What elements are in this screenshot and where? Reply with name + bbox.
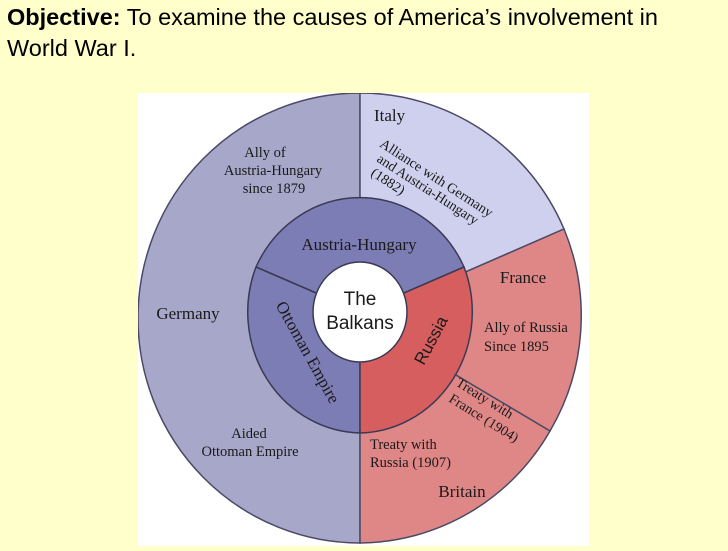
balkans-center — [312, 261, 408, 363]
britain-note-1: Treaty with — [370, 437, 437, 453]
center-label-line2: Balkans — [326, 313, 394, 334]
germany-note-top-2: Austria-Hungary — [224, 163, 323, 179]
italy-label: Italy — [374, 106, 406, 125]
center-label-line1: The — [344, 289, 377, 310]
objective-label: Objective: — [7, 4, 121, 30]
france-label: France — [500, 268, 546, 287]
austria-hungary-label: Austria-Hungary — [301, 235, 417, 254]
germany-note-bottom-2: Ottoman Empire — [201, 444, 298, 460]
objective-body: To examine the causes of America’s invol… — [7, 4, 658, 61]
britain-label: Britain — [438, 482, 486, 501]
alliance-wheel: The Balkans Austria-Hungary Ottoman Empi… — [137, 92, 582, 544]
austria-hungary-sector — [255, 196, 465, 313]
balkans-diagram: The Balkans Austria-Hungary Ottoman Empi… — [137, 92, 589, 546]
germany-label: Germany — [156, 304, 220, 323]
france-note-2: Since 1895 — [484, 339, 549, 355]
britain-note-2: Russia (1907) — [370, 455, 451, 471]
germany-note-top-1: Ally of — [244, 145, 286, 161]
france-note-1: Ally of Russia — [484, 320, 568, 336]
germany-note-bottom-1: Aided — [231, 426, 267, 442]
objective-text: Objective: To examine the causes of Amer… — [7, 2, 717, 64]
germany-note-top-3: since 1879 — [243, 181, 305, 197]
